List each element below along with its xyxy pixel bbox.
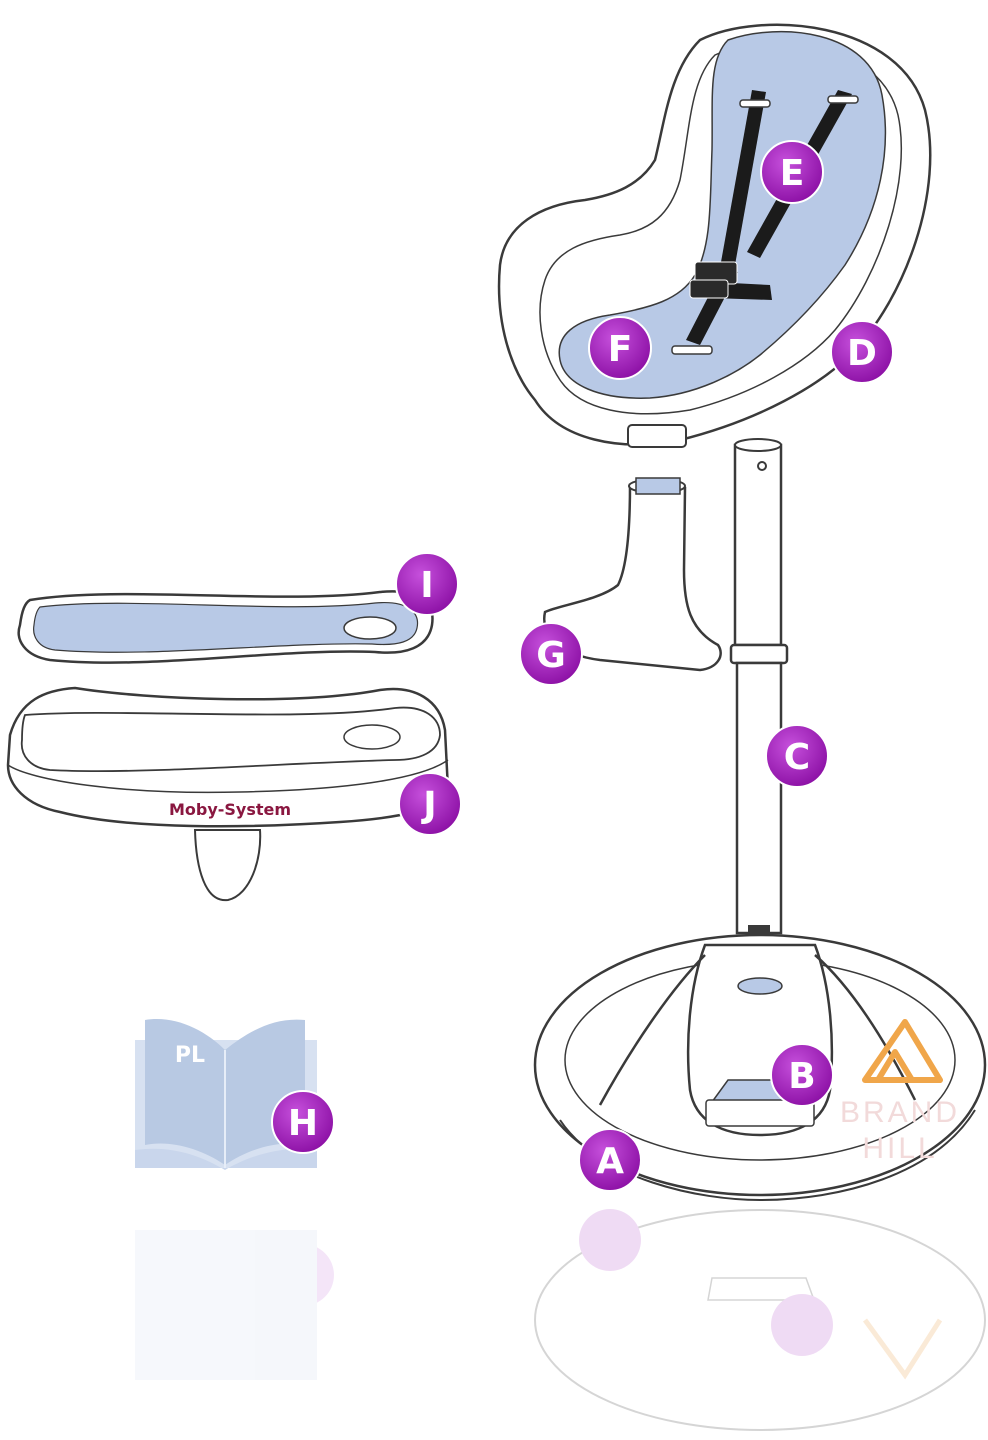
label-C: C bbox=[765, 724, 829, 788]
label-A: A bbox=[578, 1128, 642, 1192]
label-H-text: H bbox=[288, 1103, 318, 1144]
label-G: G bbox=[519, 622, 583, 686]
label-B: B bbox=[770, 1043, 834, 1107]
watermark-line2: HILL bbox=[862, 1132, 937, 1165]
label-I: I bbox=[395, 552, 459, 616]
label-E-text: E bbox=[780, 153, 805, 194]
label-J-text: J bbox=[420, 785, 436, 826]
tray: Moby-System bbox=[6, 686, 450, 902]
label-E: E bbox=[760, 140, 824, 204]
label-B-text: B bbox=[788, 1056, 815, 1097]
label-G-text: G bbox=[536, 635, 566, 676]
footrest bbox=[543, 477, 722, 672]
label-F: F bbox=[588, 316, 652, 380]
brand-logo bbox=[862, 1019, 943, 1083]
harness-straps bbox=[671, 90, 859, 355]
tray-insert bbox=[17, 590, 434, 664]
label-A-text: A bbox=[596, 1141, 624, 1182]
label-H: H bbox=[271, 1090, 335, 1154]
seat-cushion bbox=[558, 30, 887, 399]
telescopic-column bbox=[729, 438, 789, 935]
label-I-text: I bbox=[420, 565, 433, 606]
floor-reflection bbox=[135, 1209, 986, 1431]
label-D-text: D bbox=[847, 333, 877, 374]
label-F-text: F bbox=[608, 329, 633, 370]
label-J: J bbox=[398, 772, 462, 836]
label-C-text: C bbox=[784, 737, 810, 778]
label-D: D bbox=[830, 320, 894, 384]
manual-language-text: PL bbox=[175, 1043, 205, 1068]
tray-brand-text: Moby-System bbox=[169, 800, 291, 819]
watermark-line1: BRAND bbox=[840, 1096, 960, 1129]
